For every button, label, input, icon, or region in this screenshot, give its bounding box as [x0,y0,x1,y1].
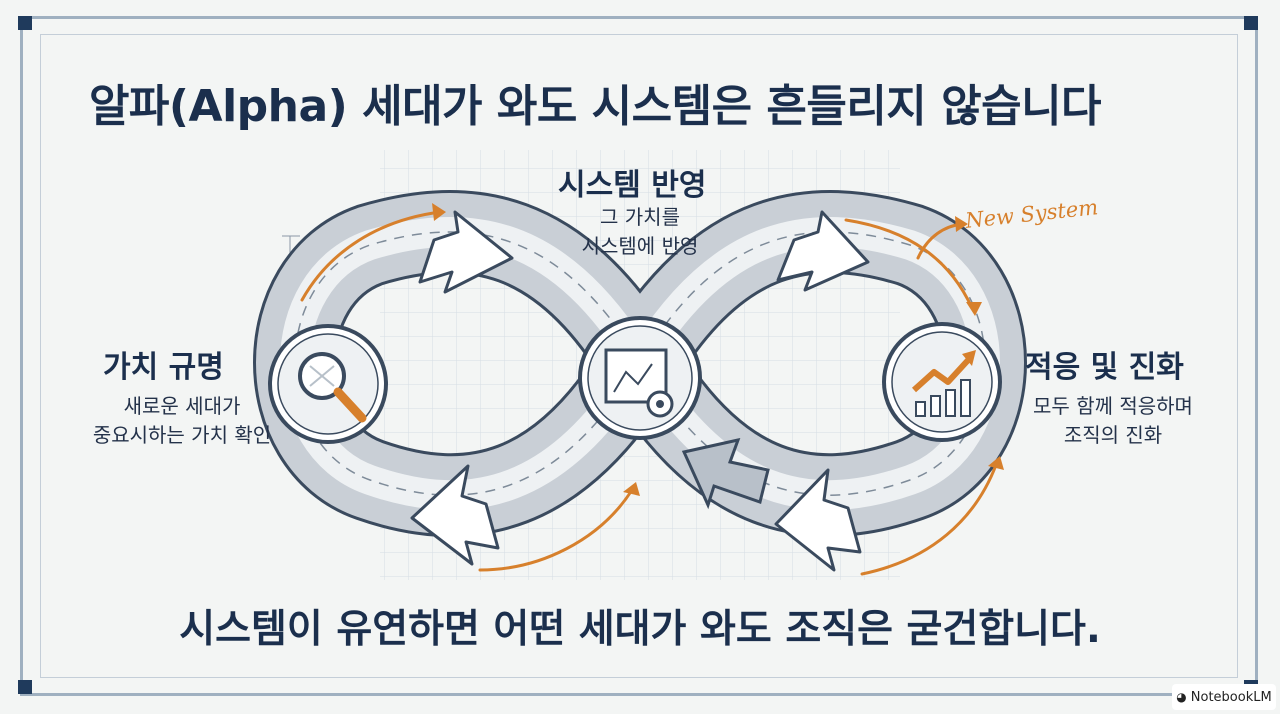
outer-frame [20,16,1258,696]
node-center [578,316,702,440]
stage-left-description: 새로운 세대가 중요시하는 가치 확인 [82,392,282,450]
arrow-center-up-icon [681,437,770,510]
stage-center-line1: 그 가치를 [600,205,680,229]
frame-corner-tl [18,16,32,30]
footer-message: 시스템이 유연하면 어떤 세대가 와도 조직은 굳건합니다. [179,607,1101,652]
inner-frame [40,34,1238,678]
orange-flow-arrow-icon [478,488,634,572]
orange-flow-arrow-icon [300,210,442,302]
notebooklm-logo-icon: ◕ [1176,690,1187,704]
blueprint-gear-icon [604,348,674,418]
frame-corner-tr [1244,16,1258,30]
watermark-text: NotebookLM [1190,689,1272,705]
arrow-top-left-icon [418,210,514,294]
arrow-top-right-icon [776,210,870,292]
orange-flow-arrow-icon [844,218,974,310]
stage-right-description: 모두 함께 적응하며 조직의 진화 [1008,392,1218,450]
node-right [882,322,1002,442]
arrow-bottom-right-icon [774,468,862,572]
growth-chart-icon [911,350,976,417]
orange-flow-arrow-icon [860,463,998,576]
stage-right-heading: 적응 및 진화 [1025,350,1184,385]
stage-center-heading: 시스템 반영 [558,168,707,203]
arrow-bottom-left-icon [410,464,500,566]
stage-left-heading: 가치 규명 [103,350,224,385]
stage-center-line2: 시스템에 반영 [581,234,699,258]
stage-center-description: 그 가치를 시스템에 반영 [540,203,740,261]
page-title: 알파(Alpha) 세대가 와도 시스템은 흔들리지 않습니다 [88,81,1102,132]
magnifier-icon [298,352,367,423]
stage-right-line1: 모두 함께 적응하며 [1033,394,1193,418]
frame-corner-bl [18,680,32,694]
notebooklm-watermark: ◕ NotebookLM [1172,684,1276,710]
node-left [268,324,388,444]
stage-left-line2: 중요시하는 가치 확인 [92,423,272,447]
stage-right-line2: 조직의 진화 [1063,423,1163,447]
stage-left-line1: 새로운 세대가 [123,394,241,418]
